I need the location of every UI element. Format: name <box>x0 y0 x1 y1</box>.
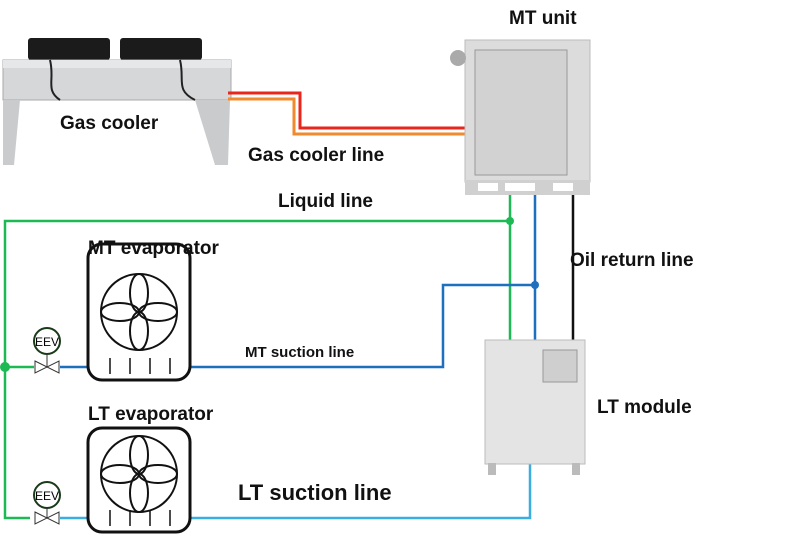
lt-suction-line <box>60 462 532 520</box>
lt-suction-line-label: LT suction line <box>238 480 392 505</box>
mt-suction-line-label: MT suction line <box>245 344 355 361</box>
eev-valve-lt: EEV <box>33 481 61 525</box>
mt-suction-line <box>60 195 537 369</box>
mt-evaporator-unit <box>86 242 192 382</box>
mt-unit-image <box>450 39 591 195</box>
eev-valve-mt: EEV <box>33 327 61 374</box>
gas-cooler-line-label: Gas cooler line <box>248 145 385 166</box>
liquid-line-label: Liquid line <box>278 191 373 212</box>
gas-cooler-line-outer <box>228 91 466 130</box>
gas-cooler-label: Gas cooler <box>60 113 159 134</box>
lt-evaporator-label: LT evaporator <box>88 404 214 425</box>
gas-cooler-image <box>2 38 232 165</box>
eev-label-mt: EEV <box>35 335 59 349</box>
mt-suction-junction <box>531 281 539 289</box>
eev-label-lt: EEV <box>35 489 59 503</box>
mt-evaporator-label: MT evaporator <box>88 238 219 259</box>
lt-module-image <box>484 339 586 475</box>
gas-cooler-line-inner <box>228 97 466 136</box>
liquid-line-junction <box>506 217 514 225</box>
lt-evaporator-unit <box>86 426 192 534</box>
mt-unit-label: MT unit <box>509 8 577 29</box>
lt-module-label: LT module <box>597 397 692 418</box>
oil-return-line-label: Oil return line <box>570 250 694 271</box>
liquid-line-junction-left <box>0 362 10 372</box>
